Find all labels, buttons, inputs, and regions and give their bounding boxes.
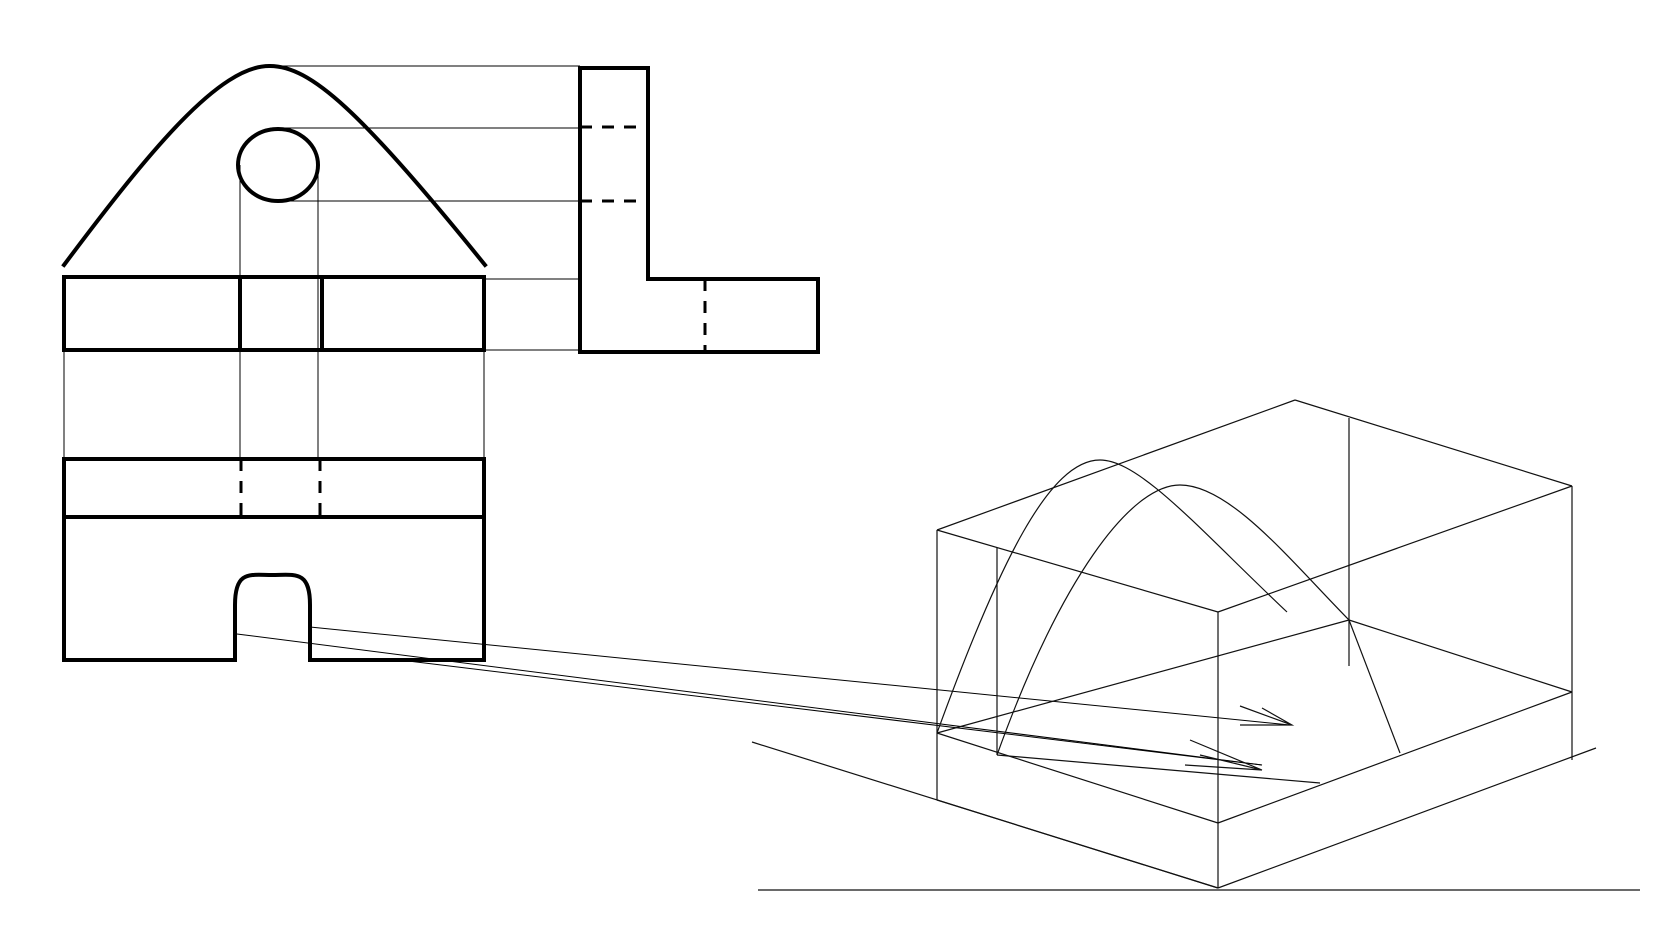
iso-ground-axis-right (1217, 747, 1597, 889)
iso-arrow-lower (1184, 739, 1263, 771)
iso-base-top-left (936, 732, 1219, 824)
isometric-view (751, 399, 1640, 891)
top-view (62, 457, 486, 662)
iso-arch-front (936, 459, 1288, 734)
iso-arch-back (996, 484, 1350, 756)
front-view-hole (236, 127, 320, 203)
front-view-base-rect (62, 275, 486, 352)
iso-base-inner-right (1348, 619, 1401, 754)
iso-box-top-back-left (936, 399, 1296, 531)
iso-base-bottom-left (936, 799, 1219, 889)
front-view (61, 63, 488, 352)
iso-box-top-front-left (936, 529, 1219, 613)
front-view-arch-outline (61, 63, 488, 268)
iso-base-top-right (1217, 691, 1573, 824)
top-view-upper-band (62, 457, 486, 519)
side-view (578, 66, 820, 354)
iso-base-back-right (1348, 619, 1573, 693)
iso-box-top-front-right (1217, 485, 1573, 613)
projection-lines (63, 65, 580, 459)
iso-base-inner-left (996, 754, 1321, 784)
iso-arrow-upper (1239, 705, 1295, 726)
side-view-l-profile (578, 66, 820, 354)
top-view-lower-outline (62, 515, 486, 662)
iso-base-back-left (936, 619, 1350, 734)
connector-lines (236, 626, 1291, 766)
connector-line-right (309, 626, 1291, 726)
iso-box-top-back-right (1294, 399, 1573, 487)
connector-line-lower (399, 659, 1263, 766)
connector-line-left (236, 633, 1263, 766)
